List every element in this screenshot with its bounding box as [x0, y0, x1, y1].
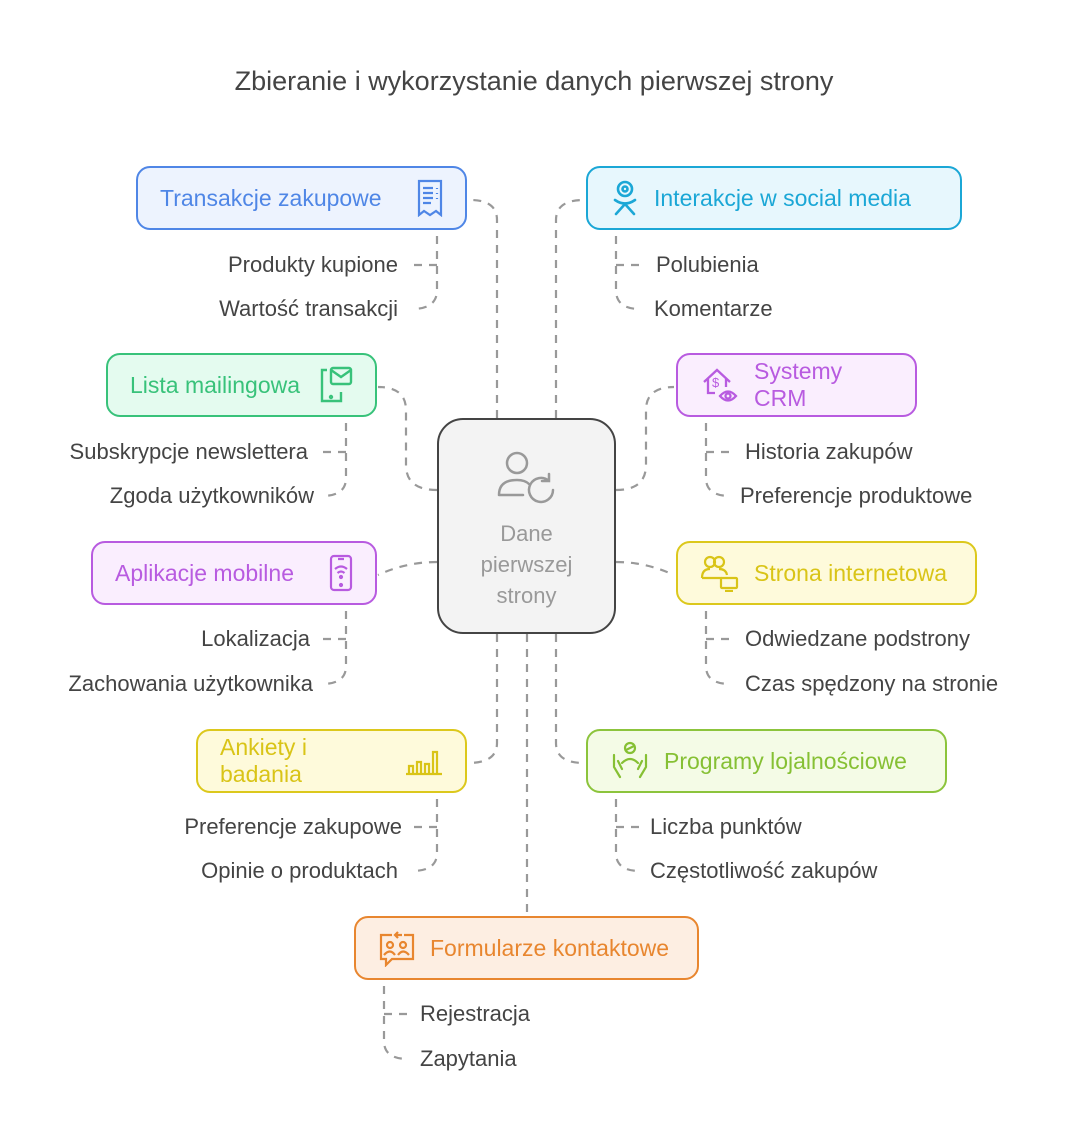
node-aplikacje-mobilne: Aplikacje mobilne [91, 541, 377, 605]
hands-person-icon [612, 741, 648, 779]
user-refresh-icon [497, 451, 555, 504]
connector-social [554, 198, 585, 418]
contact-form-icon [379, 931, 415, 967]
child-item: Subskrypcje newslettera [69, 439, 308, 464]
connector-ankiety [467, 634, 499, 765]
node-formularze-kontaktowe: Formularze kontaktowe [354, 916, 699, 980]
receipt-icon [417, 179, 443, 217]
child-item: Odwiedzane podstrony [745, 626, 971, 651]
users-monitor-icon [700, 555, 739, 592]
center-label-3: strony [496, 583, 557, 608]
child-item: Opinie o produktach [201, 858, 398, 883]
connector-mailing [377, 385, 438, 492]
connector-lojalnosc [554, 634, 585, 765]
child-item: Polubienia [656, 252, 759, 277]
phone-wifi-icon [329, 554, 353, 592]
node-label: Lista mailingowa [130, 371, 301, 398]
node-ankiety-i-badania: Ankiety i badania [196, 729, 467, 793]
node-strona-internetowa: Strona internetowa [676, 541, 977, 605]
child-item: Rejestracja [420, 1001, 531, 1026]
child-item: Zapytania [420, 1046, 517, 1071]
node-label: Interakcje w social media [654, 184, 911, 211]
node-label: Systemy CRM [754, 358, 843, 411]
node-interakcje-social-media: Interakcje w social media [586, 166, 962, 230]
diagram-title: Zbieranie i wykorzystanie danych pierwsz… [234, 66, 834, 96]
connector-mobile [377, 560, 438, 576]
node-label: Programy lojalnościowe [664, 747, 907, 774]
center-node: Dane pierwszej strony [437, 418, 616, 634]
child-item: Preferencje zakupowe [184, 814, 402, 839]
child-item: Produkty kupione [228, 252, 398, 277]
node-label: Transakcje zakupowe [160, 184, 382, 211]
connector-crm [615, 385, 675, 492]
node-systemy-crm: $ Systemy CRM [676, 353, 917, 417]
connector-transakcje [469, 198, 499, 418]
house-dollar-eye-icon: $ [703, 368, 738, 402]
child-item: Wartość transakcji [219, 296, 398, 321]
node-label: Strona internetowa [754, 559, 948, 586]
child-item: Komentarze [654, 296, 773, 321]
node-programy-lojalnosciowe: Programy lojalnościowe [586, 729, 947, 793]
connector-strona [615, 560, 675, 576]
child-item: Częstotliwość zakupów [650, 858, 878, 883]
child-item: Zgoda użytkowników [109, 483, 314, 508]
bar-chart-icon [406, 750, 442, 776]
node-transakcje-zakupowe: Transakcje zakupowe [136, 166, 467, 230]
phone-mail-icon [320, 366, 353, 403]
node-lista-mailingowa: Lista mailingowa [106, 353, 377, 417]
svg-text:$: $ [712, 375, 720, 390]
child-item: Czas spędzony na stronie [745, 671, 999, 696]
child-item: Lokalizacja [201, 626, 310, 651]
child-item: Zachowania użytkownika [68, 671, 313, 696]
child-item: Liczba punktów [650, 814, 802, 839]
odnoklassniki-icon [613, 180, 637, 216]
child-item: Historia zakupów [745, 439, 913, 464]
node-label: Formularze kontaktowe [430, 934, 670, 961]
node-label: Aplikacje mobilne [115, 559, 294, 586]
center-label-2: pierwszej [480, 552, 573, 577]
center-label-1: Dane [500, 521, 553, 546]
child-item: Preferencje produktowe [740, 483, 973, 508]
node-label: Ankiety i badania [220, 734, 307, 787]
